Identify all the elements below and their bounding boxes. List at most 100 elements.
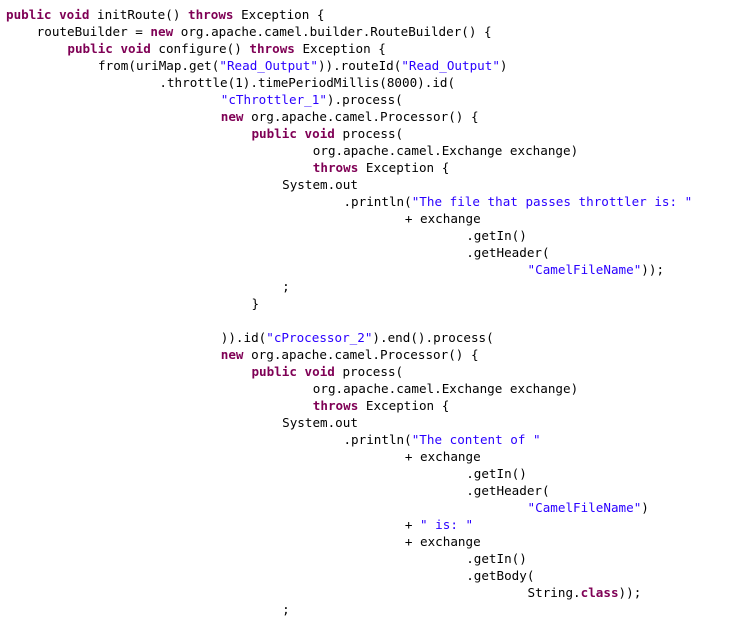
code-line[interactable]: } [0, 295, 740, 312]
code-token-plain: Exception { [358, 398, 450, 413]
code-line[interactable]: .getHeader( [0, 482, 740, 499]
code-token-plain: .println( [343, 432, 412, 447]
code-line[interactable]: "cThrottler_1").process( [0, 91, 740, 108]
code-token-plain: initRoute() [89, 7, 189, 22]
code-line[interactable]: ; [0, 601, 740, 618]
code-token-string: "Read_Output" [401, 58, 500, 73]
code-token-plain [297, 126, 305, 141]
code-token-keyword: void [304, 126, 335, 141]
code-token-keyword: class [580, 585, 619, 600]
code-line[interactable]: throws Exception { [0, 159, 740, 176]
code-token-keyword: new [220, 109, 244, 124]
code-token-plain: Exception { [233, 7, 325, 22]
code-line[interactable]: "CamelFileName")); [0, 261, 740, 278]
code-token-keyword: throws [312, 160, 359, 175]
code-line[interactable]: public void initRoute() throws Exception… [0, 6, 740, 23]
code-token-plain: + exchange [404, 449, 481, 464]
code-line[interactable]: new org.apache.camel.Processor() { [0, 346, 740, 363]
code-token-plain: System.out [282, 177, 358, 192]
code-token-plain: .getHeader( [466, 483, 550, 498]
code-token-plain: ).process( [326, 92, 403, 107]
code-token-plain: )); [618, 585, 642, 600]
code-token-plain: )).id( [220, 330, 267, 345]
code-line[interactable]: System.out [0, 414, 740, 431]
code-token-string: "CamelFileName" [527, 262, 642, 277]
code-token-plain: + exchange [404, 534, 481, 549]
code-token-string: "The content of " [411, 432, 541, 447]
code-token-plain: process( [334, 364, 404, 379]
code-line[interactable]: .println("The content of " [0, 431, 740, 448]
code-line[interactable]: org.apache.camel.Exchange exchange) [0, 380, 740, 397]
code-line[interactable]: .throttle(1).timePeriodMillis(8000).id( [0, 74, 740, 91]
code-line[interactable]: + exchange [0, 210, 740, 227]
code-listing[interactable]: public void initRoute() throws Exception… [0, 6, 740, 628]
code-token-plain: org.apache.camel.Exchange exchange) [312, 381, 579, 396]
code-token-plain: .getHeader( [466, 245, 550, 260]
code-token-plain: ; [282, 279, 290, 294]
code-token-plain: configure() [150, 41, 250, 56]
code-line[interactable]: + " is: " [0, 516, 740, 533]
code-token-plain: .getIn() [466, 466, 527, 481]
code-line[interactable]: public void configure() throws Exception… [0, 40, 740, 57]
code-token-keyword: public [67, 41, 113, 56]
code-token-plain: org.apache.camel.Processor() { [243, 347, 479, 362]
code-token-plain: ) [641, 500, 649, 515]
code-line[interactable]: String.class)); [0, 584, 740, 601]
code-token-plain: .throttle(1).timePeriodMillis(8000).id( [159, 75, 456, 90]
code-token-keyword: public [6, 7, 52, 22]
code-token-plain: process( [334, 126, 404, 141]
code-token-plain [52, 7, 60, 22]
code-token-keyword: new [220, 347, 244, 362]
code-token-keyword: void [120, 41, 151, 56]
code-line[interactable]: )).id("cProcessor_2").end().process( [0, 329, 740, 346]
code-line[interactable]: + exchange [0, 448, 740, 465]
code-token-keyword: public [251, 126, 297, 141]
code-token-plain: String. [527, 585, 581, 600]
code-line[interactable]: System.out [0, 176, 740, 193]
code-line[interactable]: + exchange [0, 533, 740, 550]
code-token-plain: )); [641, 262, 665, 277]
code-token-keyword: throws [312, 398, 359, 413]
code-token-keyword: public [251, 364, 297, 379]
code-token-string: "cThrottler_1" [220, 92, 327, 107]
code-token-string: "Read_Output" [219, 58, 318, 73]
code-line[interactable]: from(uriMap.get("Read_Output")).routeId(… [0, 57, 740, 74]
code-line[interactable]: ; [0, 278, 740, 295]
code-line[interactable] [0, 312, 740, 329]
code-line[interactable]: .getIn() [0, 465, 740, 482]
code-token-plain: .getIn() [466, 551, 527, 566]
code-token-plain: .getBody( [466, 568, 535, 583]
code-token-keyword: throws [188, 7, 234, 22]
code-line[interactable]: public void process( [0, 363, 740, 380]
code-token-plain: from(uriMap.get( [98, 58, 220, 73]
code-token-plain: org.apache.camel.Exchange exchange) [312, 143, 579, 158]
code-token-plain: } [251, 296, 260, 311]
code-token-plain: System.out [282, 415, 358, 430]
code-line[interactable]: public void process( [0, 125, 740, 142]
code-token-keyword: void [59, 7, 90, 22]
code-token-plain: Exception { [358, 160, 450, 175]
code-line[interactable]: new org.apache.camel.Processor() { [0, 108, 740, 125]
code-line[interactable]: "CamelFileName") [0, 499, 740, 516]
code-line[interactable]: .getBody( [0, 567, 740, 584]
code-line[interactable]: .println("The file that passes throttler… [0, 193, 740, 210]
code-token-plain: )).routeId( [317, 58, 402, 73]
code-line[interactable]: .getHeader( [0, 244, 740, 261]
code-token-keyword: new [150, 24, 174, 39]
code-line[interactable]: .getIn() [0, 227, 740, 244]
code-token-plain: org.apache.camel.Processor() { [243, 109, 479, 124]
code-token-string: "cProcessor_2" [266, 330, 373, 345]
code-token-plain: ) [499, 58, 508, 73]
code-token-plain: org.apache.camel.builder.RouteBuilder() … [173, 24, 492, 39]
code-token-plain: Exception { [294, 41, 386, 56]
code-token-plain: + [404, 517, 420, 532]
code-line[interactable]: .getIn() [0, 550, 740, 567]
code-token-plain: ).end().process( [372, 330, 494, 345]
code-token-plain: routeBuilder = [36, 24, 151, 39]
code-token-plain: .getIn() [466, 228, 527, 243]
code-line[interactable]: org.apache.camel.Exchange exchange) [0, 142, 740, 159]
code-token-plain [297, 364, 305, 379]
code-token-string: "The file that passes throttler is: " [411, 194, 693, 209]
code-line[interactable]: throws Exception { [0, 397, 740, 414]
code-line[interactable]: routeBuilder = new org.apache.camel.buil… [0, 23, 740, 40]
